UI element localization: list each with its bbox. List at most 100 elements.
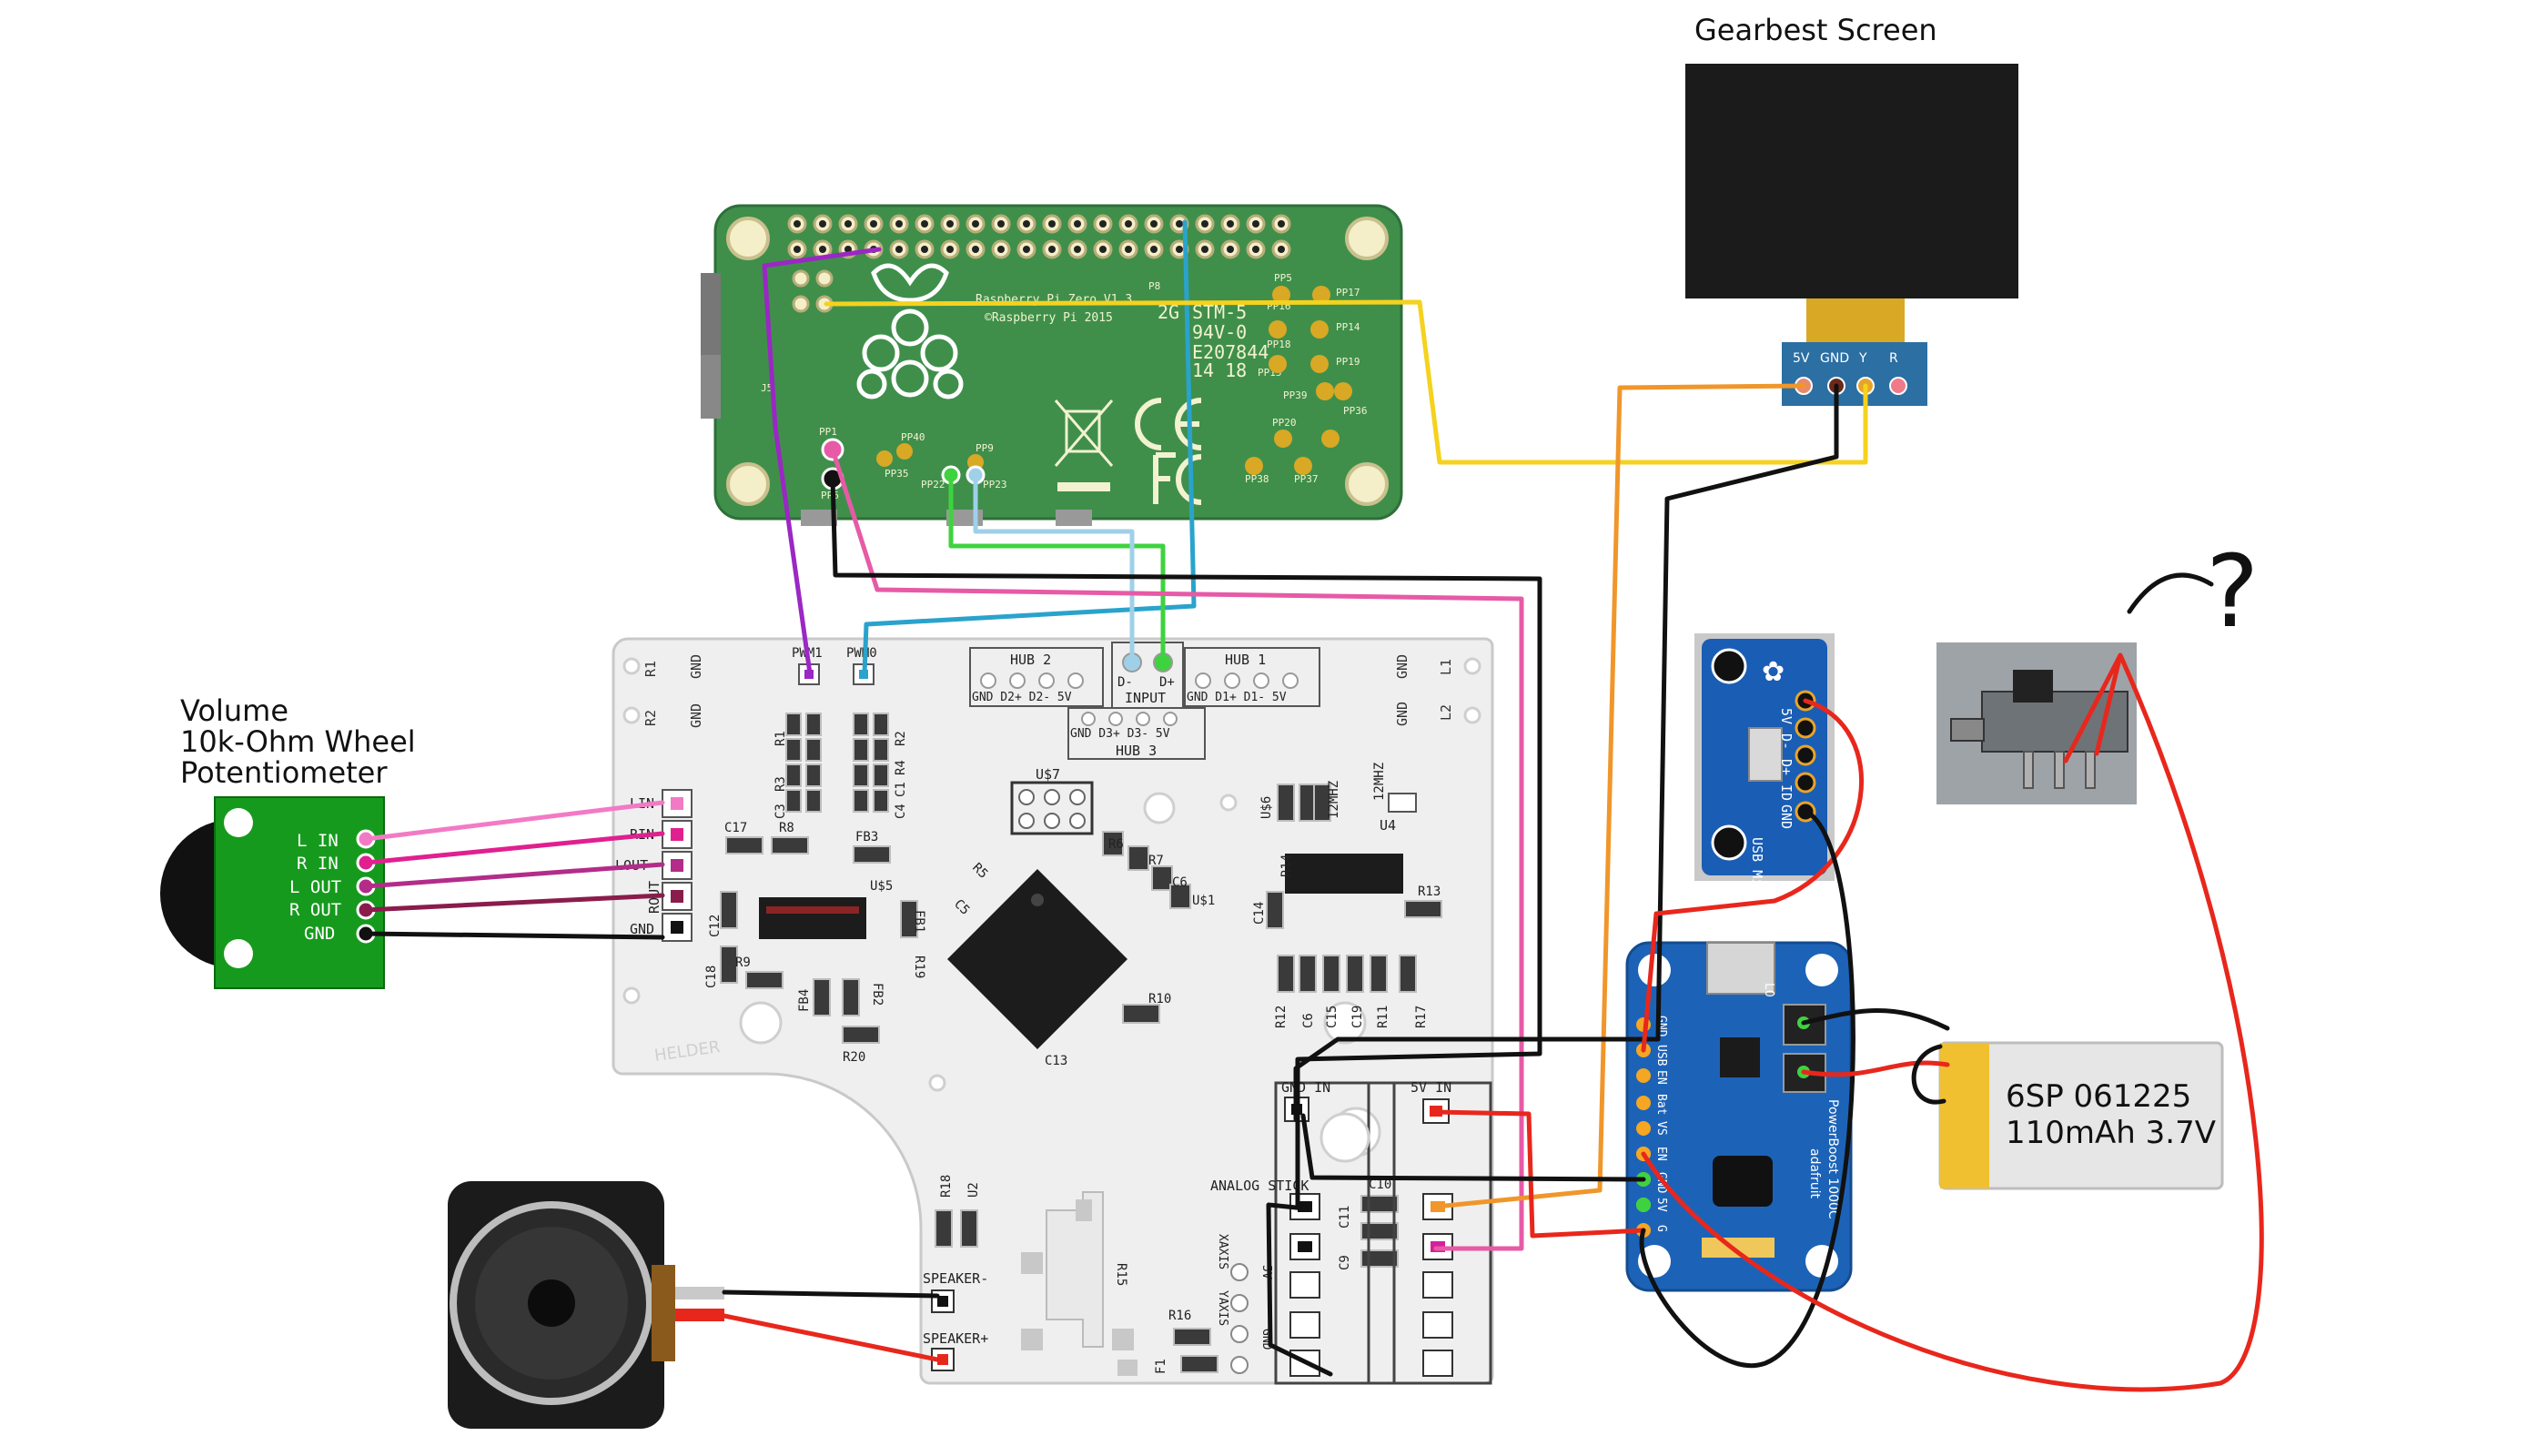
pad-j5: J5	[761, 382, 773, 394]
screen-pin-label-y: Y	[1858, 351, 1867, 366]
screen-pin-r[interactable]	[1889, 377, 1907, 395]
smd-part	[853, 763, 869, 787]
usb-pin-label-gnd: GND	[1778, 804, 1795, 829]
wire-pwm0	[862, 219, 1197, 676]
part-r5: R6	[1108, 837, 1124, 852]
usb-micro-port[interactable]	[1748, 727, 1783, 782]
wire-analog-link	[1266, 1202, 1333, 1377]
screen-display	[1685, 64, 2018, 298]
input-pin-dplus-label: D+	[1159, 675, 1175, 690]
pad-pp1: PP1	[819, 426, 837, 438]
smd-part	[1122, 1004, 1160, 1024]
part-r3: R3	[774, 776, 788, 792]
pwm0-label: PWM0	[846, 646, 877, 661]
powerboost-usb-port[interactable]	[1706, 942, 1775, 995]
smd-part	[853, 845, 891, 864]
axis-y-label: YAXIS	[1216, 1290, 1229, 1326]
gpio-hole-center	[1099, 246, 1107, 253]
smd-part	[1360, 1249, 1399, 1268]
wire-video-yellow	[824, 299, 1868, 465]
part-r8: R8	[779, 821, 794, 835]
pb-pin-5v[interactable]	[1636, 1198, 1651, 1212]
slide-switch	[1936, 642, 2137, 804]
usb-pin-label-dminus: D-	[1778, 733, 1795, 750]
part-fb4: FB4	[797, 989, 812, 1012]
jp2-label: U$7	[1036, 766, 1060, 783]
smd-part	[805, 713, 822, 736]
gpio-hole-center	[1278, 220, 1285, 228]
speaker-terminal-plus[interactable]	[675, 1309, 724, 1321]
smd-part	[873, 763, 889, 787]
pi-mount-hole-tr	[1345, 217, 1389, 260]
part-c12: C12	[708, 915, 723, 937]
wire-lout	[363, 862, 665, 889]
smd-part	[785, 713, 802, 736]
part-u4: R14	[1279, 854, 1294, 877]
smd-part	[842, 978, 860, 1016]
screen-pin-label-gnd: GND	[1820, 351, 1849, 366]
audio-jack-tabs	[1021, 1199, 1138, 1376]
hub2-connector	[969, 647, 1104, 707]
speaker	[448, 1181, 724, 1429]
smd-part	[1346, 955, 1364, 993]
raspberry-pi-zero: Raspberry Pi Zero V1.3 ©Raspberry Pi 201…	[701, 204, 1403, 526]
gpio-hole-center	[1048, 220, 1056, 228]
pb-hole-tl	[1638, 954, 1671, 986]
gpio-hole-center	[1227, 220, 1234, 228]
speaker-terminal-minus[interactable]	[675, 1287, 724, 1299]
usb-pin-id[interactable]	[1795, 772, 1816, 794]
part-r10: U$6	[1259, 796, 1274, 819]
pot-pin-label-rin: R IN	[297, 854, 339, 874]
axis-x-label: XAXIS	[1216, 1234, 1229, 1269]
part-r19: R19	[912, 956, 926, 978]
pot-title-line3: Potentiometer	[180, 755, 388, 790]
smd-part	[842, 1026, 880, 1044]
pb-inductor-big	[1713, 1156, 1773, 1207]
smd-part	[1360, 1222, 1399, 1240]
pad-pp35: PP35	[885, 468, 909, 480]
audio-pin-lin[interactable]	[662, 789, 693, 818]
hub2-label: HUB 2	[1010, 652, 1051, 668]
part-u5: U$5	[870, 879, 893, 894]
hub3-pins: GND D3+ D3- 5V	[1070, 727, 1170, 741]
pi-test-pads	[876, 286, 1352, 475]
smd-part	[1277, 784, 1295, 822]
screen-connector-board	[1782, 342, 1927, 406]
smd-part	[900, 900, 918, 938]
pb-label-g: G	[1654, 1225, 1668, 1232]
speaker-dust-cap	[528, 1279, 575, 1327]
usb-pin-dminus[interactable]	[1795, 717, 1816, 739]
gpio-hole-center	[895, 220, 903, 228]
usb-hole-bottom	[1711, 824, 1747, 861]
hub1-label: HUB 1	[1225, 652, 1266, 668]
gpio-hole-center	[844, 246, 852, 253]
pb-label-en: EN	[1654, 1070, 1668, 1085]
gpio-hole-center	[1278, 246, 1285, 253]
crystal-12mhz	[1388, 793, 1417, 813]
smd-part	[1180, 1355, 1218, 1373]
usb-pin-label-id: ID	[1778, 784, 1795, 801]
switch-slider[interactable]	[2013, 670, 2053, 703]
smd-part	[1399, 955, 1417, 993]
part-c8: R10	[1148, 992, 1171, 1006]
gpio-hole-center	[1201, 246, 1208, 253]
adafruit-star-icon: ✿	[1762, 656, 1785, 688]
gpio-hole-center	[794, 246, 801, 253]
wire-usb-gnd	[1639, 809, 1855, 1368]
part-c14: R13	[1418, 885, 1441, 899]
smd-part	[853, 789, 869, 813]
gpio-hole-center	[997, 246, 1005, 253]
battery-line2: 110mAh 3.7V	[2006, 1115, 2216, 1151]
usb-pin-dplus[interactable]	[1795, 744, 1816, 766]
smd-part	[1173, 1328, 1211, 1346]
wire-lin	[363, 800, 665, 842]
hub3-holes	[1081, 712, 1178, 726]
smd-part	[873, 738, 889, 762]
gpio-hole-center	[819, 220, 826, 228]
audio-pin-gnd[interactable]	[662, 913, 693, 942]
pad-p8: P8	[1148, 280, 1160, 292]
gnd-column	[1274, 1081, 1370, 1385]
part-fb2: FB2	[870, 983, 885, 1006]
audio-header: LIN RIN LOUT ROUT GND	[615, 789, 693, 942]
smd-part	[960, 1209, 978, 1248]
